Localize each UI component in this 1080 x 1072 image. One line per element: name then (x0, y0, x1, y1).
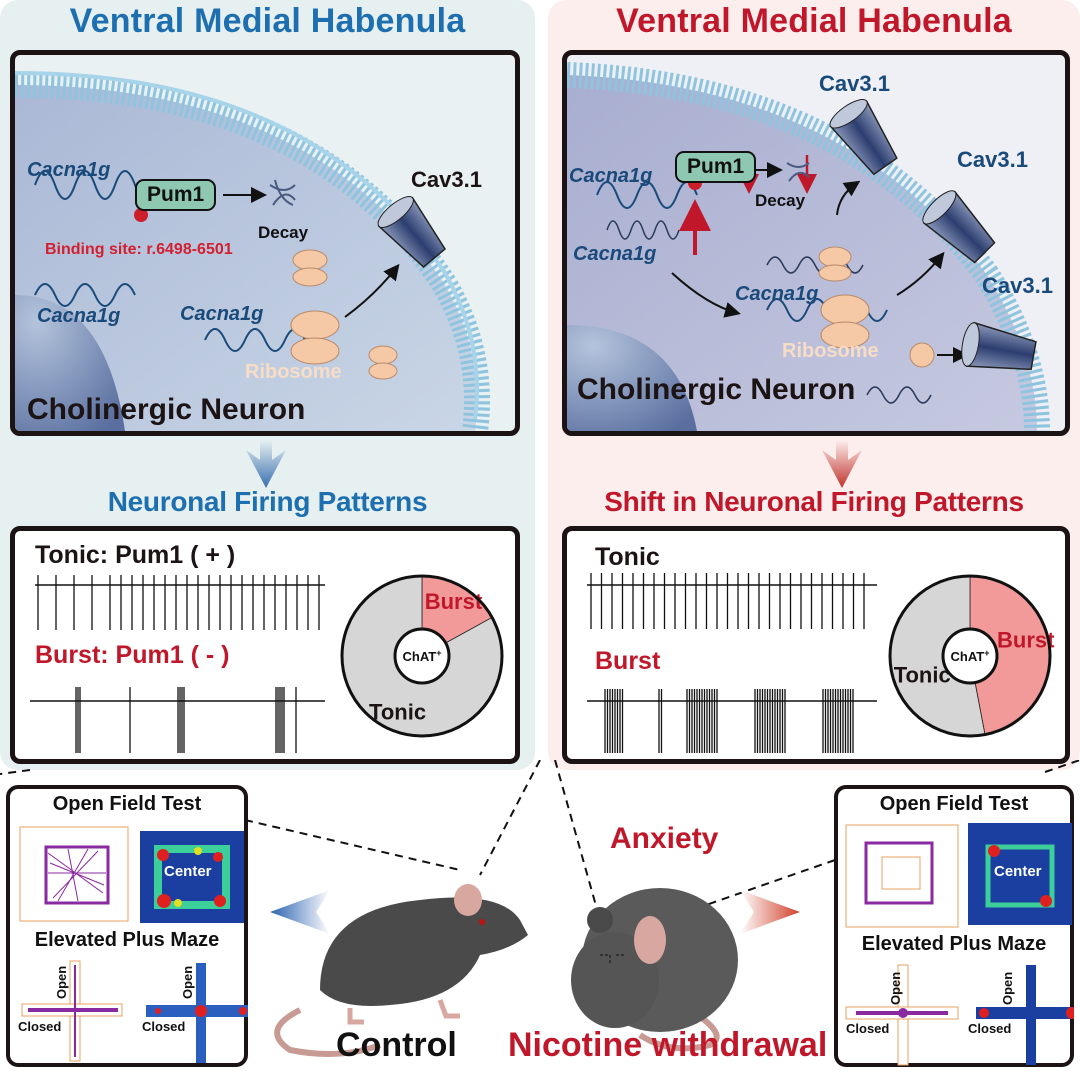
pum1-protein: Pum1 (135, 179, 217, 211)
heatmap (968, 823, 1072, 925)
open-arm-label: Open (888, 971, 903, 1005)
tonic-trace (35, 575, 325, 630)
cav31-channel-icon (922, 190, 996, 264)
gene-label-cacna1g: Cacna1g (37, 305, 121, 327)
open-field-title: Open Field Test (52, 793, 202, 815)
pie-label-tonic: Tonic (894, 663, 951, 688)
burst-label: Burst (595, 647, 661, 675)
neuron-label: Cholinergic Neuron (577, 373, 856, 406)
withdrawal-mouse-icon (571, 888, 738, 1052)
open-arm-label: Open (1000, 971, 1015, 1005)
anxiety-label: Anxiety (610, 822, 719, 855)
pie-label-tonic: Tonic (369, 699, 426, 724)
right-subtitle: Shift in Neuronal Firing Patterns (604, 486, 1024, 517)
mice-illustration (270, 884, 800, 1057)
ribosome-icon (820, 294, 870, 349)
cav31-label: Cav3.1 (411, 167, 482, 192)
ribosome-icon (290, 310, 340, 365)
burst-trace (587, 689, 877, 753)
center-label: Center (164, 863, 212, 880)
cell-illustration (15, 71, 490, 431)
gene-label-cacna1g: Cacna1g (27, 159, 111, 181)
nucleus (567, 325, 697, 431)
pum1-protein: Pum1 (675, 151, 757, 183)
decay-icon (269, 179, 296, 206)
epm-plots (21, 960, 248, 1063)
tonic-trace (587, 573, 877, 629)
epm-plots (845, 964, 1074, 1066)
cav31-label: Cav3.1 (819, 71, 890, 96)
burst-label: Burst: Pum1 ( - ) (35, 641, 230, 669)
left-firing-panel: Tonic: Pum1 ( + ) Burst: Pum1 ( - ) Burs… (10, 526, 520, 764)
center-label: Center (994, 863, 1042, 880)
left-subtitle: Neuronal Firing Patterns (107, 486, 428, 517)
binding-site-dot (134, 208, 148, 222)
burst-trace (30, 687, 325, 753)
left-title: Ventral Medial Habenula (69, 2, 466, 40)
pie-center (941, 627, 999, 685)
closed-arm-label: Closed (846, 1021, 890, 1036)
control-mouse-icon (274, 884, 528, 1057)
closed-arm-label: Closed (968, 1021, 1012, 1036)
binding-site-label: Binding site: r.6498-6501 (45, 241, 233, 258)
open-field-plots (845, 823, 1072, 928)
right-behavior-panel: Open Field Test Center Elevated Plus Maz… (834, 785, 1074, 1067)
decay-label: Decay (755, 191, 806, 210)
control-label: Control (336, 1026, 457, 1064)
ribosome-label: Ribosome (245, 361, 342, 383)
cytoplasm (15, 85, 477, 431)
cav31-channel-icon (961, 321, 1037, 371)
open-arm-label: Open (180, 965, 195, 999)
open-field-plots (19, 826, 244, 923)
decay-label: Decay (258, 223, 309, 242)
pie-outline (340, 574, 504, 738)
gene-label-cacna1g: Cacna1g (180, 303, 264, 325)
pie-center-label: ChAT+ (403, 648, 442, 664)
decay-icon (786, 162, 810, 182)
pie-center (393, 627, 451, 685)
tonic-label: Tonic (595, 543, 660, 571)
neuron-label: Cholinergic Neuron (27, 393, 306, 426)
withdrawal-label: Nicotine withdrawal (508, 1026, 828, 1064)
ribosome-label: Ribosome (782, 340, 879, 362)
left-arrow-icon (270, 890, 330, 934)
left-cell-diagram: Cacna1g Pum1 Decay Binding site: r.6498-… (10, 50, 520, 436)
gene-label-cacna1g: Cacna1g (569, 165, 653, 187)
pie-label-burst: Burst (425, 589, 483, 614)
closed-arm-label: Closed (18, 1019, 62, 1034)
open-field-title: Open Field Test (879, 793, 1029, 815)
gene-label-cacna1g: Cacna1g (573, 243, 657, 265)
cav31-channel-icon (829, 99, 898, 176)
tonic-label: Tonic: Pum1 ( + ) (35, 541, 236, 569)
epm-title: Elevated Plus Maze (34, 929, 220, 951)
epm-title: Elevated Plus Maze (861, 933, 1047, 955)
down-arrow-blue-icon (246, 440, 286, 488)
cav31-label: Cav3.1 (982, 273, 1053, 298)
right-cell-diagram: Cacna1g Pum1 Decay Cacna1g Cacna1g Cav3.… (562, 50, 1070, 436)
right-title: Ventral Medial Habenula (616, 2, 1012, 40)
nucleus (15, 295, 125, 431)
gene-label-cacna1g: Cacna1g (735, 283, 819, 305)
down-arrow-red-icon (822, 440, 862, 488)
cav31-channel-icon (377, 196, 446, 268)
closed-arm-label: Closed (142, 1019, 186, 1034)
pie-center-label: ChAT+ (951, 648, 990, 664)
cav31-label: Cav3.1 (957, 147, 1028, 172)
right-arrow-icon (740, 890, 800, 934)
pie-outline (888, 574, 1052, 738)
open-arm-label: Open (54, 965, 69, 999)
left-behavior-panel: Open Field Test Center Elevated Plus Maz… (6, 785, 248, 1067)
